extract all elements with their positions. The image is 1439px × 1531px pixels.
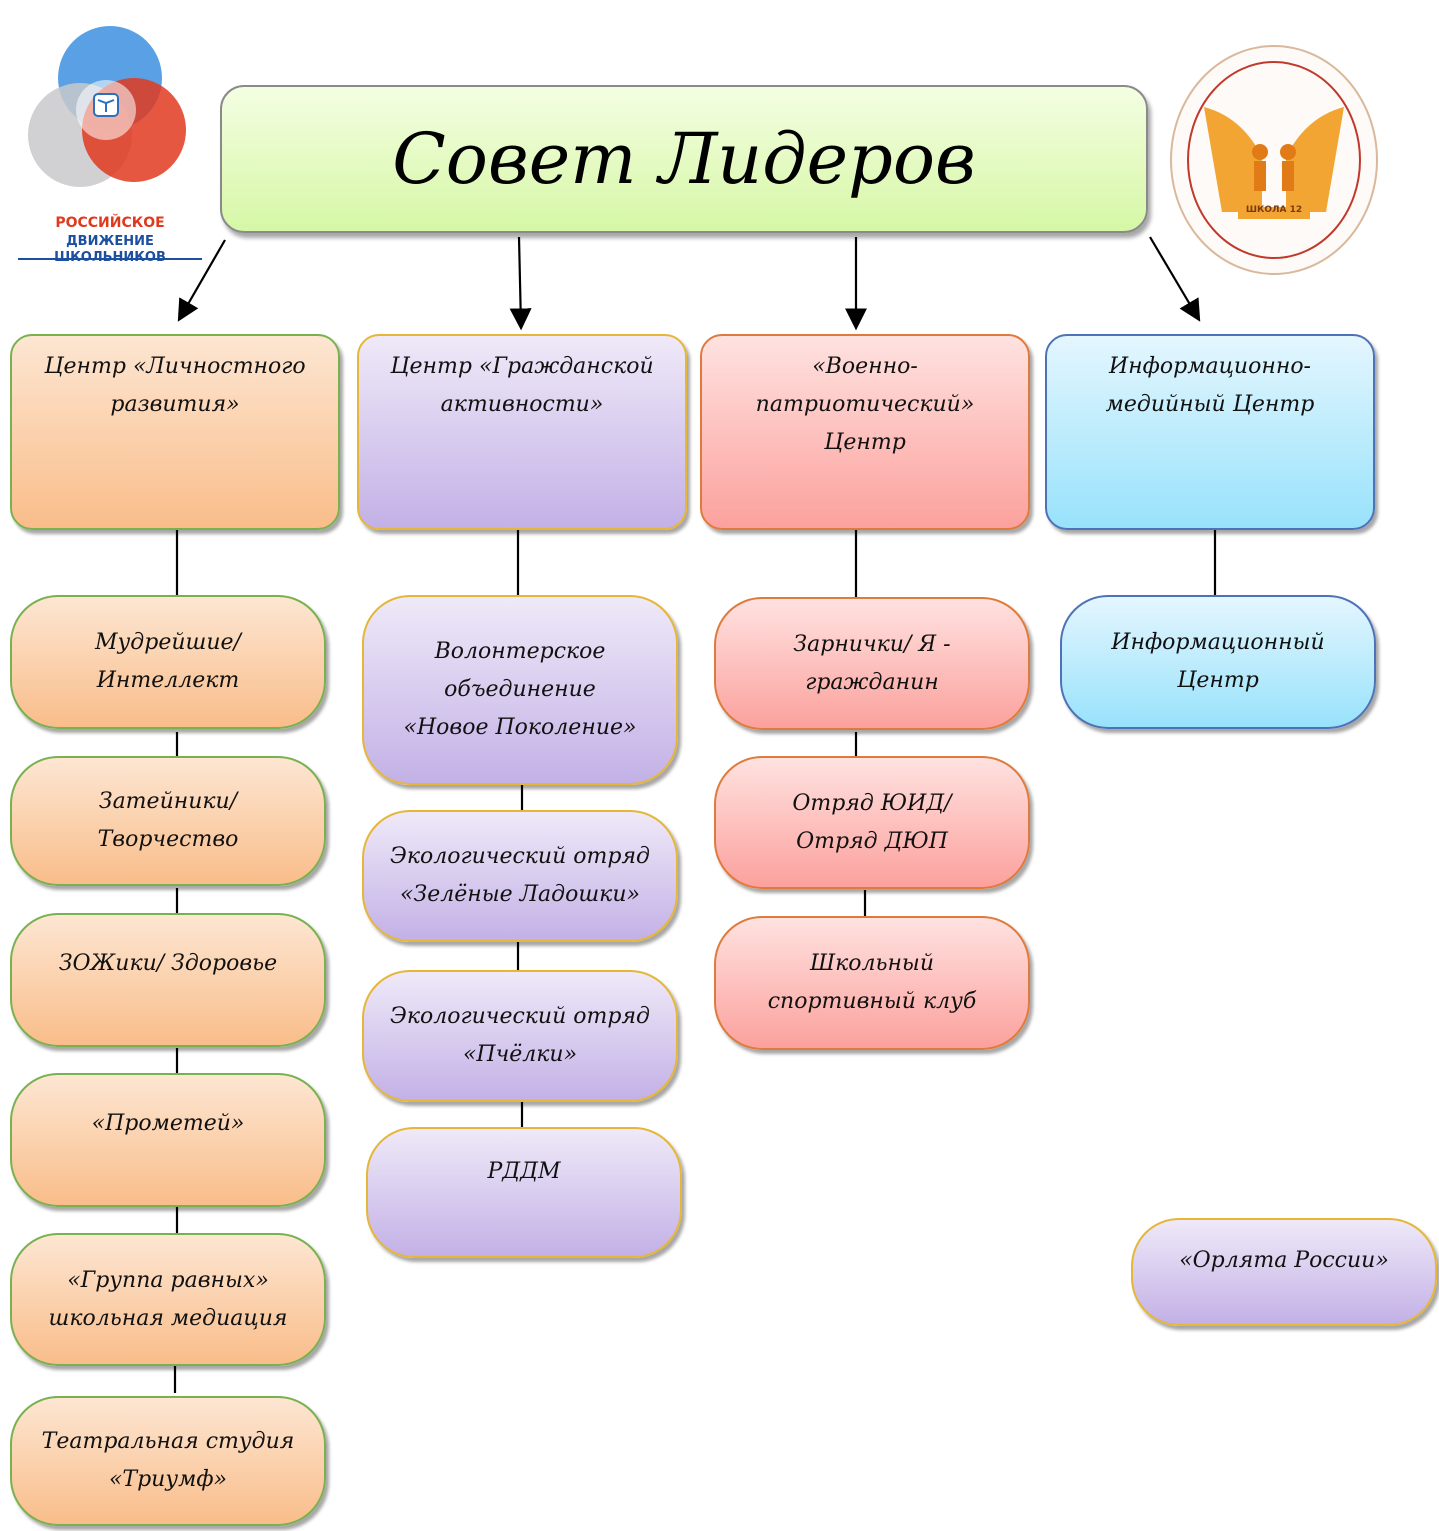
group-zarnichki: Зарнички/ Я - гражданин: [714, 597, 1030, 730]
children-wings-icon: [1187, 61, 1361, 259]
group-wisest: Мудрейшие/ Интеллект: [10, 595, 326, 729]
group-peer-mediation: «Группа равных» школьная медиация: [10, 1233, 326, 1366]
group-label: Волонтерское объединение «Новое Поколени…: [403, 639, 637, 740]
rdsh-logo: РОССИЙСКОЕ ДВИЖЕНИЕ ШКОЛЬНИКОВ: [18, 10, 208, 290]
center-personal-development: Центр «Личностного развития»: [10, 334, 340, 530]
group-orlyata-russia: «Орлята России»: [1131, 1218, 1437, 1326]
group-green-palms: Экологический отряд «Зелёные Ладошки»: [362, 810, 678, 942]
center-label: Центр «Гражданской активности»: [390, 354, 654, 417]
center-info-media: Информационно-медийный Центр: [1045, 334, 1375, 530]
group-label: Театральная студия «Триумф»: [41, 1429, 295, 1492]
group-label: ЗОЖики/ Здоровье: [58, 951, 278, 976]
center-label: Центр «Личностного развития»: [44, 354, 306, 417]
group-bees: Экологический отряд «Пчёлки»: [362, 970, 678, 1102]
logo-line2: ДВИЖЕНИЕ ШКОЛЬНИКОВ: [54, 234, 166, 265]
group-label: РДДМ: [487, 1159, 561, 1184]
logo-line1: РОССИЙСКОЕ: [55, 215, 165, 231]
group-volunteers: Волонтерское объединение «Новое Поколени…: [362, 595, 678, 785]
rdsh-emblem-icon: [28, 26, 186, 187]
group-prometheus: «Прометей»: [10, 1073, 326, 1207]
group-rddm: РДДМ: [366, 1127, 682, 1258]
group-label: Экологический отряд «Пчёлки»: [390, 1004, 650, 1067]
group-label: Мудрейшие/ Интеллект: [95, 630, 241, 693]
group-label: Затейники/ Творчество: [97, 789, 239, 852]
school-logo: ШКОЛА 12: [1170, 45, 1378, 275]
page-title: Совет Лидеров: [392, 118, 976, 200]
group-entertainers: Затейники/ Творчество: [10, 756, 326, 886]
arrow-to-center-2: [509, 236, 532, 331]
group-label: Отряд ЮИД/ Отряд ДЮП: [792, 790, 952, 854]
center-military-patriotic: «Военно-патриотический» Центр: [700, 334, 1030, 530]
title-box: Совет Лидеров: [220, 85, 1148, 233]
group-label: Информационный Центр: [1111, 630, 1325, 693]
group-health: ЗОЖики/ Здоровье: [10, 913, 326, 1047]
group-yid-dyup: Отряд ЮИД/ Отряд ДЮП: [714, 756, 1030, 889]
group-label: «Прометей»: [91, 1111, 245, 1136]
school-logo-text: ШКОЛА 12: [1245, 205, 1303, 215]
logo-underline: [18, 258, 202, 260]
group-label: Зарнички/ Я - гражданин: [793, 631, 951, 695]
arrow-to-center-4: [1149, 236, 1201, 322]
arrow-to-center-1: [177, 239, 226, 322]
group-label: Экологический отряд «Зелёные Ладошки»: [390, 844, 650, 907]
group-label: «Орлята России»: [1179, 1248, 1389, 1273]
group-label: «Группа равных» школьная медиация: [48, 1267, 288, 1331]
center-label: Информационно-медийный Центр: [1105, 354, 1315, 417]
center-civic-activity: Центр «Гражданской активности»: [357, 334, 687, 530]
group-theatre-studio: Театральная студия «Триумф»: [10, 1396, 326, 1526]
group-label: Школьный спортивный клуб: [767, 951, 977, 1014]
group-info-center: Информационный Центр: [1060, 595, 1376, 729]
center-label: «Военно-патриотический» Центр: [755, 354, 975, 455]
group-sports-club: Школьный спортивный клуб: [714, 916, 1030, 1050]
